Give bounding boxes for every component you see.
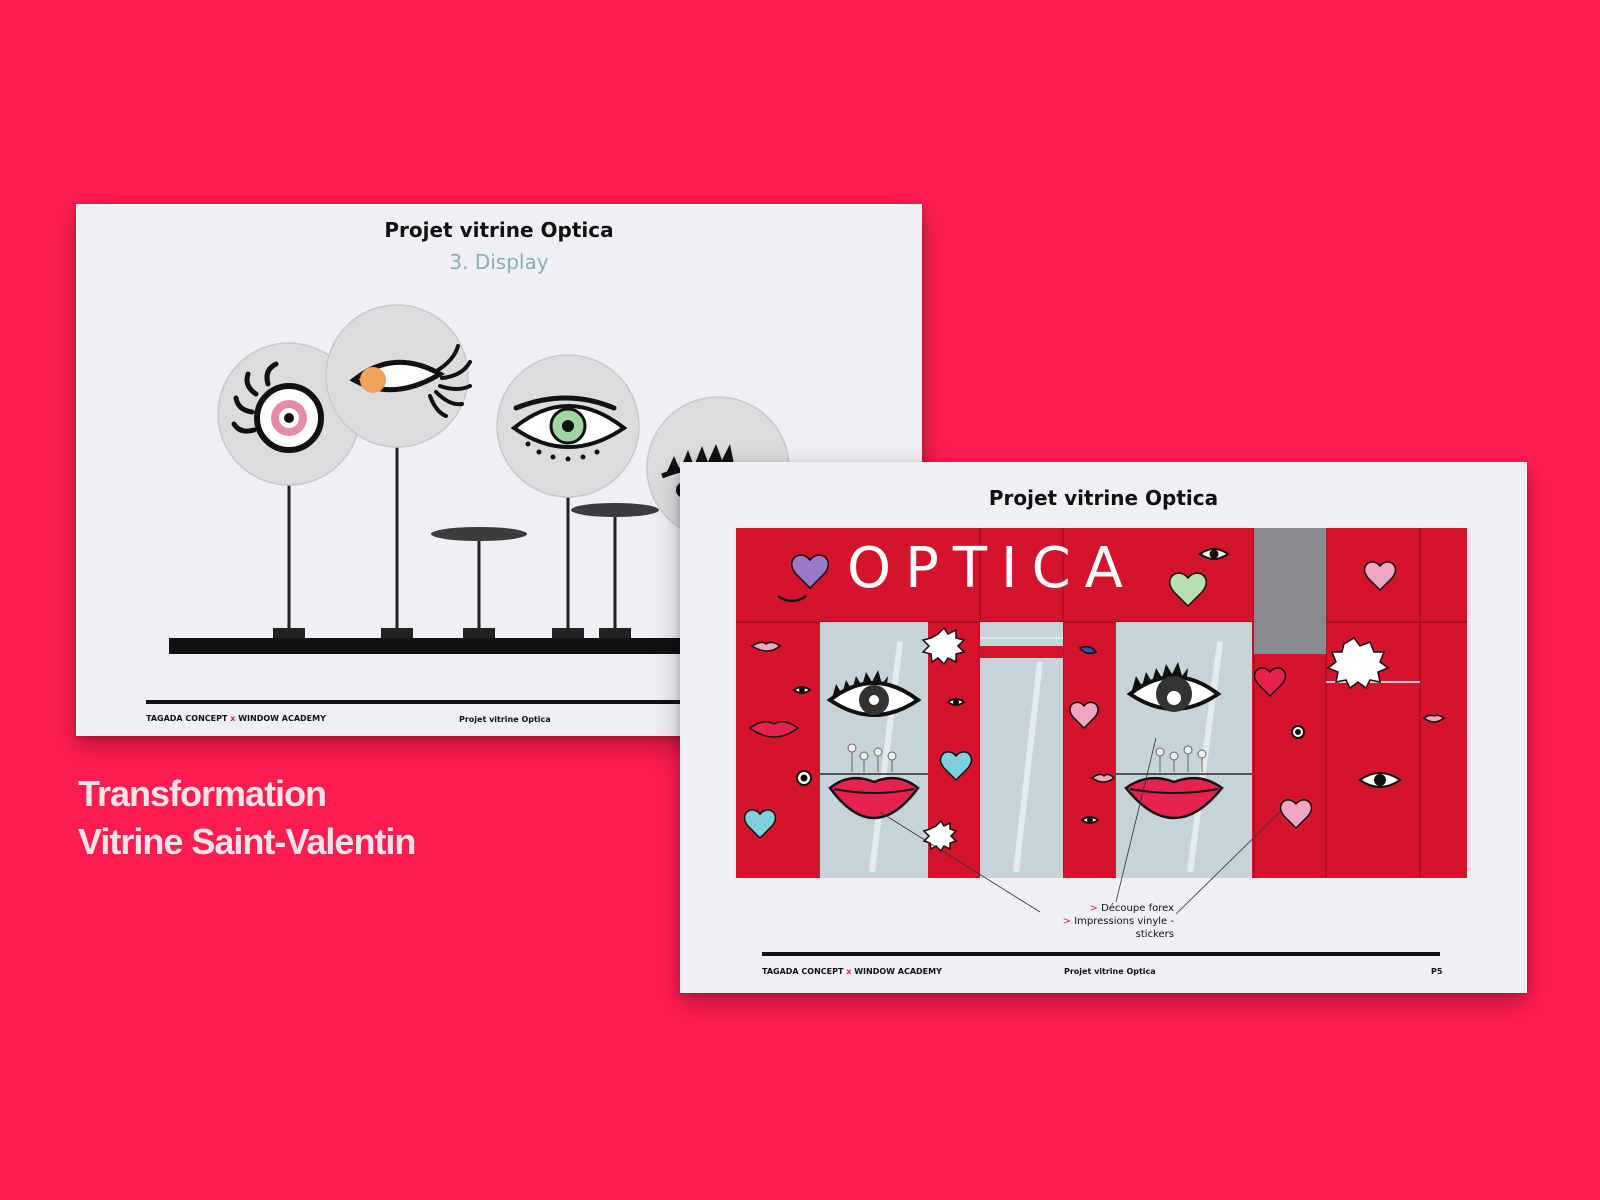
eye-big-icon [826,670,922,717]
eye-orange-icon [325,304,472,448]
storefront-sign: OPTICA [847,536,1137,601]
heart-icon [1363,561,1397,592]
heart-icon [1279,799,1313,830]
lips-icon [748,641,1446,783]
lips-icon [1124,776,1224,820]
heart-icon [743,809,777,840]
annotation-vinyl: Impressions vinyle - stickers [1074,916,1174,940]
slide-title: Projet vitrine Optica [384,218,614,242]
annotation-leaders [879,737,1281,915]
annotation-callout: > Découpe forex > Impressions vinyle - s… [1022,902,1174,941]
footer-credit-tagada: TAGADA CONCEPT [146,714,228,723]
annotation-marker: > [1089,903,1098,914]
slide-storefront: Projet vitrine Optica [680,462,1527,993]
heart-icon [790,554,830,590]
promo-heading-line2: Vitrine Saint-Valentin [78,821,416,862]
footer-credit-x: x [230,714,236,723]
eye-big-icon [1126,662,1222,712]
promo-heading: Transformation Vitrine Saint-Valentin [78,770,416,866]
page-number: P5 [1431,967,1443,976]
footer-credit-academy: WINDOW ACADEMY [238,714,326,723]
footer-credit-academy: WINDOW ACADEMY [854,967,942,976]
burst-sticker [922,819,958,853]
display-table-top [431,527,527,541]
storefront-elevation: OPTICA [736,528,1467,915]
footer-credit-x: x [846,967,852,976]
heart-icon [1168,572,1208,608]
eye-closed-icon [777,594,807,603]
display-table-top [571,503,659,517]
burst-sticker [921,626,966,666]
lips-icon [828,776,920,820]
slide-subtitle: 3. Display [449,250,549,274]
footer-credit-tagada: TAGADA CONCEPT [762,967,844,976]
display-base [169,638,689,654]
slide-title: Projet vitrine Optica [988,486,1219,510]
grey-panel [1254,528,1326,654]
footer-rule [762,952,1440,956]
eye-small-icon [792,548,1402,824]
footer-project-name: Projet vitrine Optica [1064,967,1156,976]
burst-sticker [1326,637,1390,690]
heart-icon [939,751,973,782]
heart-icon [1253,667,1287,698]
eye-green-icon [496,354,640,498]
annotation-marker: > [1062,916,1072,927]
heart-icon [1069,701,1099,730]
footer-credits: TAGADA CONCEPT x WINDOW ACADEMY [762,967,942,976]
footer-rule [146,700,852,704]
footer-project-name: Projet vitrine Optica [459,715,551,724]
promo-heading-line1: Transformation [78,773,327,814]
annotation-forex: Découpe forex [1101,903,1174,914]
footer-credits: TAGADA CONCEPT x WINDOW ACADEMY [146,714,326,723]
